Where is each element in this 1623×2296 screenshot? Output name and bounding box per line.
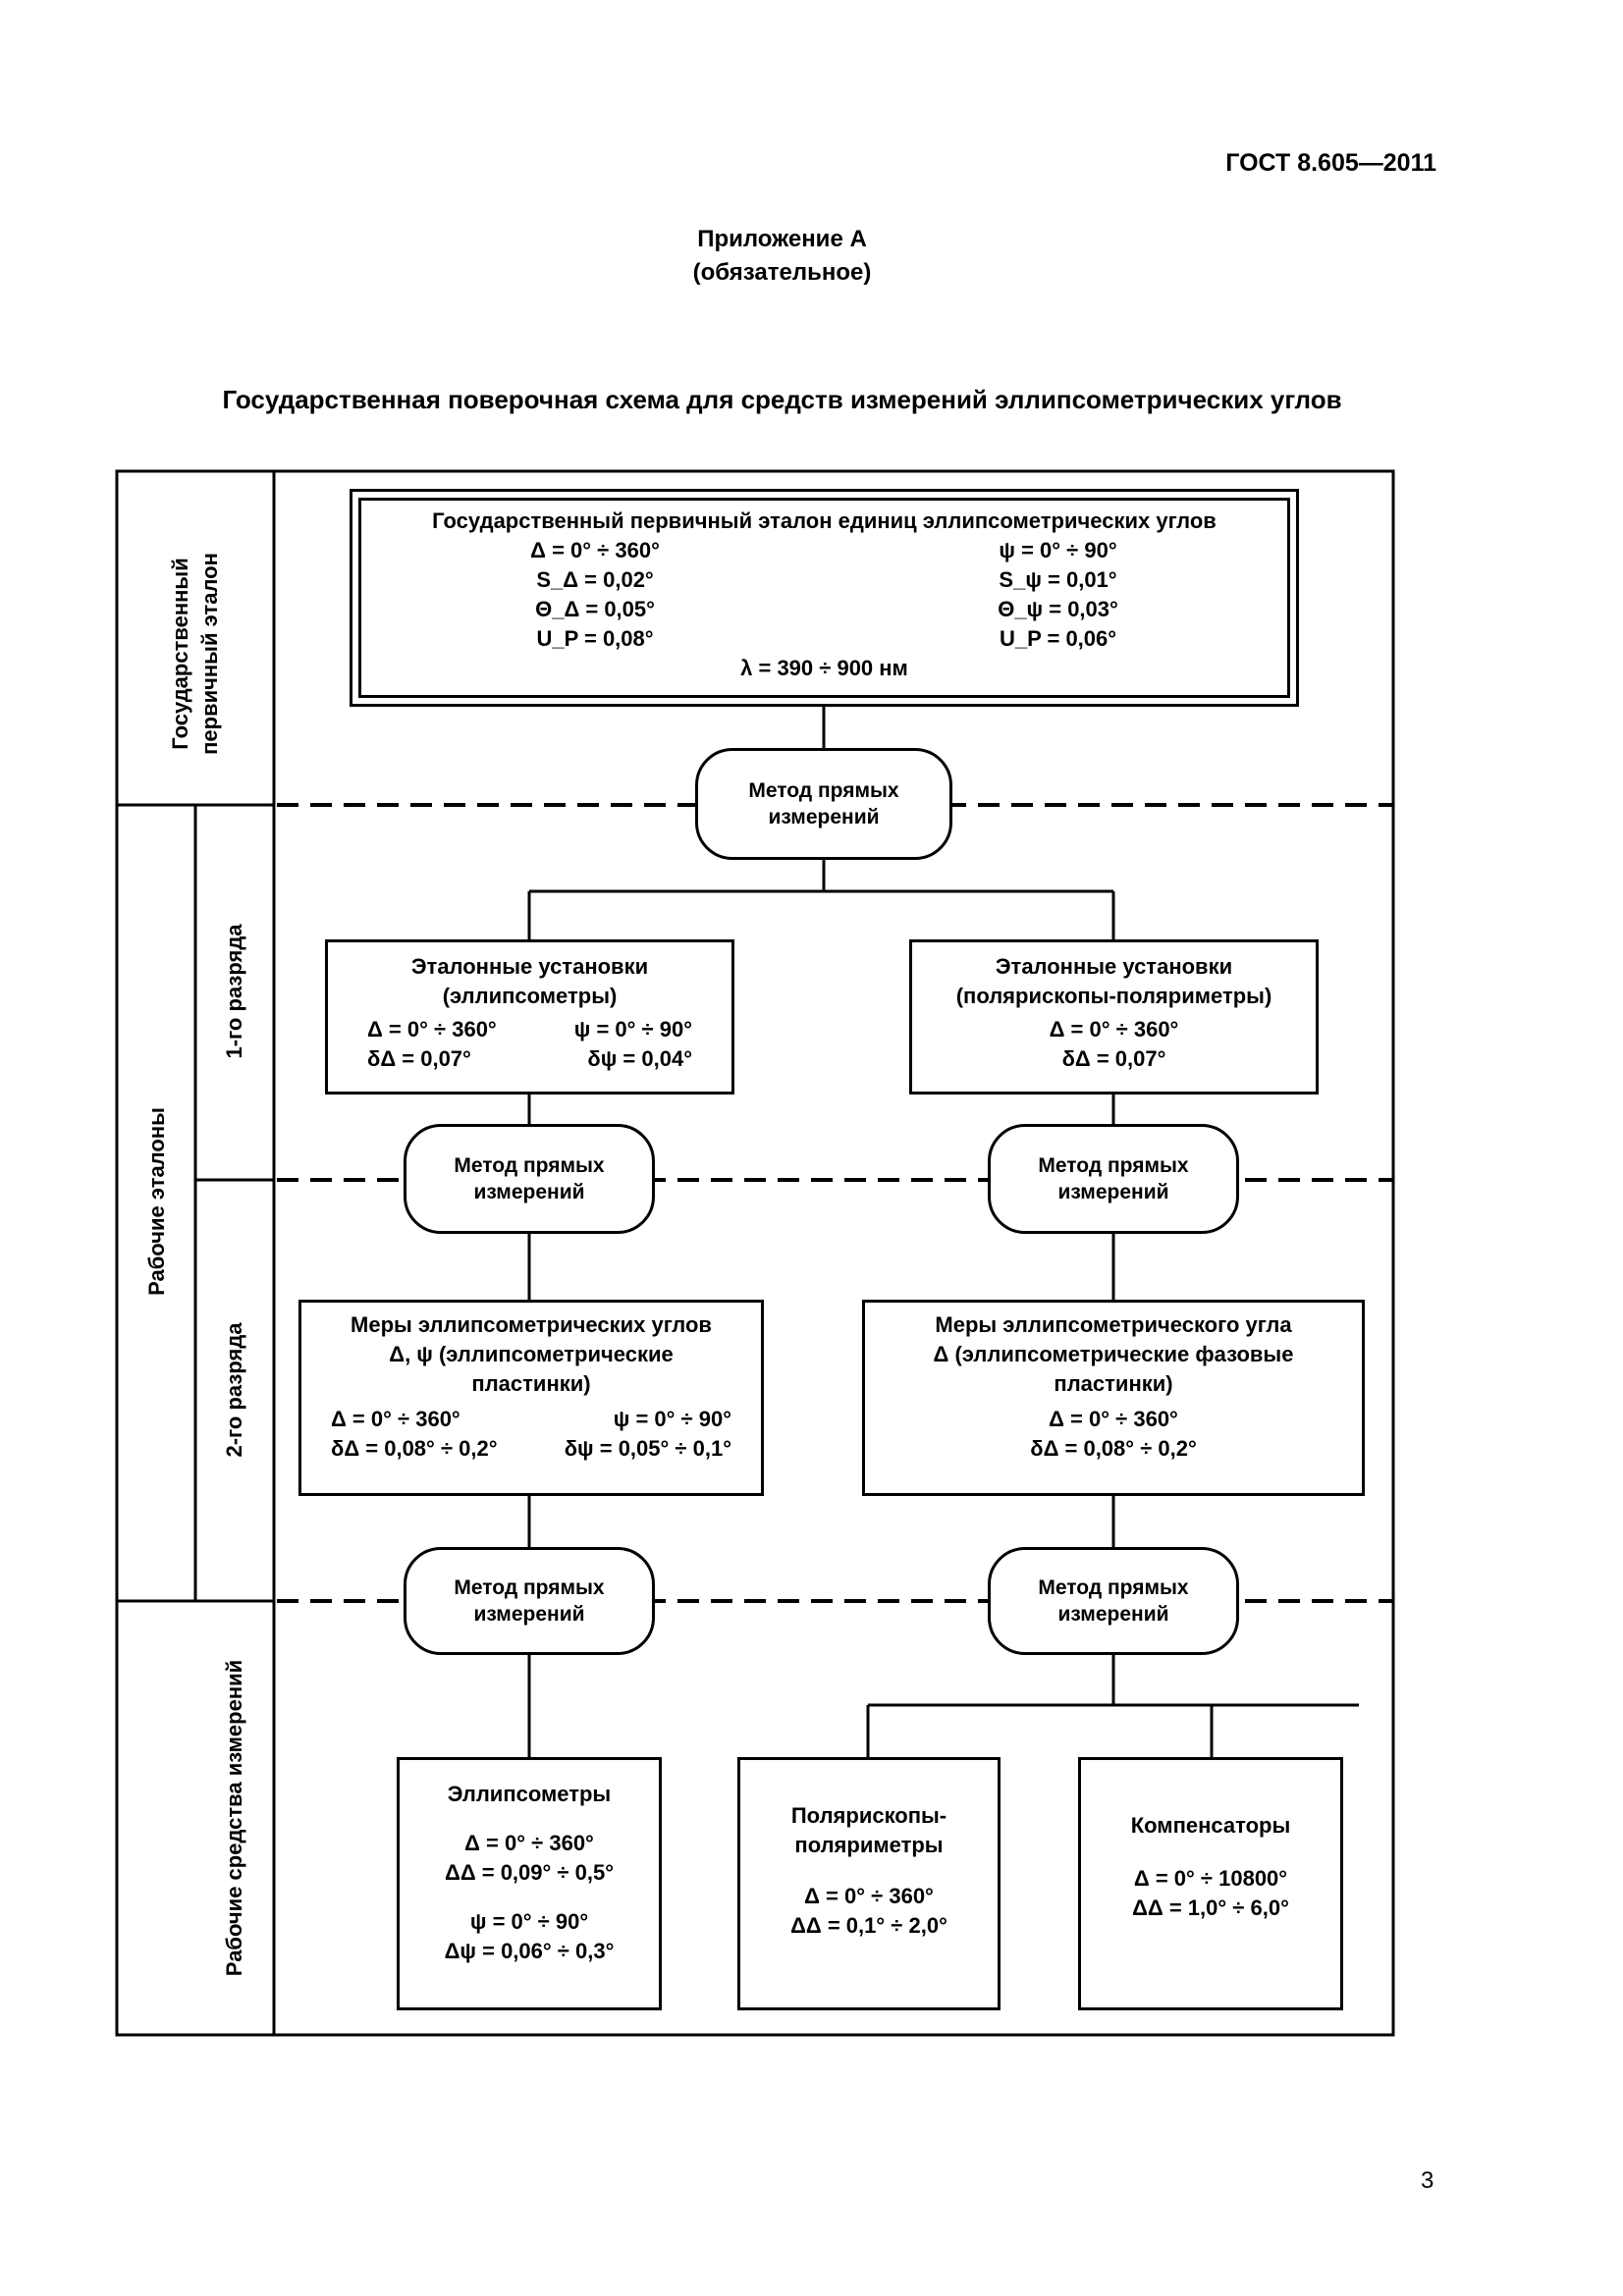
rank2-right-l2: Δ (эллипсометрические фазовые [933, 1342, 1294, 1366]
ellips-a1: Δ = 0° ÷ 360° [464, 1831, 594, 1855]
primary-left-3: U_P = 0,08° [536, 626, 654, 651]
method-pill-1: Метод прямых измерений [695, 748, 952, 860]
primary-right-2: Θ_ψ = 0,03° [998, 597, 1118, 621]
page-number: 3 [1421, 2167, 1434, 2194]
appendix-title: Приложение А [697, 226, 867, 252]
polar-a2: ΔΔ = 0,1° ÷ 2,0° [790, 1913, 947, 1938]
rank1-left-a2: ψ = 0° ÷ 90° [573, 1017, 692, 1041]
primary-right-params: ψ = 0° ÷ 90° S_ψ = 0,01° Θ_ψ = 0,03° U_P… [998, 536, 1118, 654]
ellips-title: Эллипсометры [447, 1782, 612, 1806]
rank2-left-box: Меры эллипсометрических углов Δ, ψ (элли… [298, 1300, 764, 1496]
instrument-polarimeters-box: Поляриско­пы- поляриметры Δ = 0° ÷ 360° … [737, 1757, 1001, 2010]
rank1-left-title: Эталонные установки [410, 954, 649, 979]
polar-title2: поляриметры [794, 1833, 944, 1857]
rank1-right-title: Эталонные установки [995, 954, 1233, 979]
method-pill-4: Метод прямых измерений [404, 1547, 655, 1655]
primary-left-params: Δ = 0° ÷ 360° S_Δ = 0,02° Θ_Δ = 0,05° U_… [530, 536, 660, 654]
rank1-right-a1: Δ = 0° ÷ 360° [1049, 1017, 1179, 1041]
primary-standard-title: Государственный первичный эталон единиц … [432, 508, 1217, 533]
ellips-a4: Δψ = 0,06° ÷ 0,3° [444, 1939, 615, 1963]
comp-title: Компенсаторы [1130, 1813, 1291, 1838]
rank1-left-box: Эталонные установки (эллипсометры) Δ = 0… [325, 939, 734, 1095]
rank1-right-b1: δΔ = 0,07° [1061, 1046, 1166, 1071]
ellips-a3: ψ = 0° ÷ 90° [469, 1909, 589, 1934]
primary-left-0: Δ = 0° ÷ 360° [530, 538, 660, 562]
outer-frame [115, 469, 1395, 2037]
side-label-rank2: 2-го разряда [222, 1322, 246, 1458]
rank2-right-a1: Δ = 0° ÷ 360° [1049, 1407, 1178, 1431]
rank2-left-a1: Δ = 0° ÷ 360° [331, 1407, 460, 1431]
primary-standard-box: Государственный первичный эталон единиц … [350, 489, 1299, 707]
rank1-left-b1: δΔ = 0,07° [367, 1046, 471, 1071]
rank1-left-b2: δψ = 0,04° [587, 1046, 692, 1071]
side-label-rank1: 1-го разряда [222, 924, 246, 1059]
comp-a1: Δ = 0° ÷ 10800° [1133, 1866, 1288, 1891]
rank2-left-l1: Меры эллипсометрических углов [351, 1312, 712, 1337]
schema-title: Государственная поверочная схема для сре… [222, 385, 1342, 414]
rank2-left-b1: δΔ = 0,08° ÷ 0,2° [331, 1436, 498, 1461]
primary-wavelength: λ = 390 ÷ 900 нм [740, 656, 908, 680]
polar-a1: Δ = 0° ÷ 360° [804, 1884, 934, 1908]
comp-a2: ΔΔ = 1,0° ÷ 6,0° [1132, 1896, 1289, 1920]
primary-left-1: S_Δ = 0,02° [536, 567, 654, 592]
rank2-right-box: Меры эллипсометрического угла Δ (эллипсо… [862, 1300, 1365, 1496]
rank2-left-a2: ψ = 0° ÷ 90° [613, 1407, 731, 1431]
side-label-working: Рабочие эталоны [144, 1107, 169, 1296]
instrument-compensators-box: Компенсаторы Δ = 0° ÷ 10800° ΔΔ = 1,0° ÷… [1078, 1757, 1343, 2010]
method-pill-2: Метод прямых измерений [404, 1124, 655, 1234]
primary-right-3: U_P = 0,06° [999, 626, 1117, 651]
rank1-right-subtitle: (поляриско­пы-поляриметры) [955, 984, 1272, 1008]
method-pill-3: Метод прямых измерений [988, 1124, 1239, 1234]
rank2-left-b2: δψ = 0,05° ÷ 0,1° [564, 1436, 731, 1461]
rank1-left-a1: Δ = 0° ÷ 360° [367, 1017, 497, 1041]
rank2-right-l3: пластинки) [1054, 1371, 1173, 1396]
rank2-left-l3: пластинки) [471, 1371, 591, 1396]
rank2-left-l2: Δ, ψ (эллипсометрические [389, 1342, 674, 1366]
side-label-primary: Государственный первичный эталон [168, 553, 222, 755]
rank2-right-b1: δΔ = 0,08° ÷ 0,2° [1030, 1436, 1197, 1461]
rank1-left-subtitle: (эллипсометры) [442, 984, 618, 1008]
method-pill-5: Метод прямых измерений [988, 1547, 1239, 1655]
primary-right-0: ψ = 0° ÷ 90° [999, 538, 1117, 562]
polar-title1: Поляриско­пы- [790, 1803, 947, 1828]
side-label-instruments: Рабочие средства измерений [222, 1659, 246, 1977]
ellips-a2: ΔΔ = 0,09° ÷ 0,5° [445, 1860, 614, 1885]
rank1-right-box: Эталонные установки (поляриско­пы-поляри… [909, 939, 1319, 1095]
primary-right-1: S_ψ = 0,01° [999, 567, 1117, 592]
document-id: ГОСТ 8.605—2011 [1225, 149, 1436, 177]
rank2-right-l1: Меры эллипсометрического угла [935, 1312, 1292, 1337]
instrument-ellipsometers-box: Эллипсометры Δ = 0° ÷ 360° ΔΔ = 0,09° ÷ … [397, 1757, 662, 2010]
appendix-subtitle: (обязательное) [692, 259, 872, 286]
primary-left-2: Θ_Δ = 0,05° [535, 597, 655, 621]
